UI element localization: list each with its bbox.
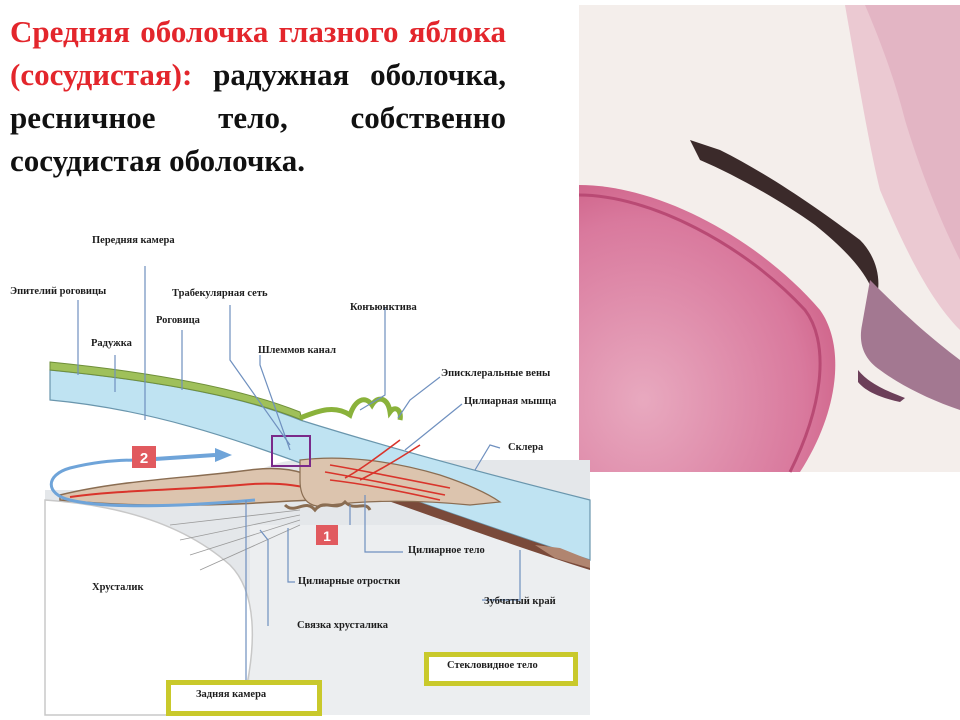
title-red-suffix: (сосудистая):: [10, 57, 193, 92]
label-ora-serrata: Зубчатый край: [484, 596, 556, 607]
label-ciliary-muscle: Цилиарная мышца: [464, 396, 557, 407]
label-iris: Радужка: [91, 338, 132, 349]
label-corneal-epithelium: Эпителий роговицы: [10, 286, 107, 297]
label-trabecular-meshwork: Трабекулярная сеть: [172, 288, 268, 299]
posterior-chamber-box: Задняя камера: [166, 680, 322, 716]
label-posterior-chamber: Задняя камера: [196, 689, 267, 700]
marker-1-box: [316, 525, 338, 545]
trabecular-box: [271, 435, 311, 467]
title-red: Средняя оболочка глазного яблока: [10, 14, 506, 49]
marker-2-box: [132, 446, 156, 468]
label-ciliary-body: Цилиарное тело: [408, 545, 485, 556]
label-lens-ligament: Связка хрусталика: [297, 620, 389, 631]
label-sclera: Склера: [508, 442, 544, 453]
label-vitreous-body: Стекловидное тело: [447, 660, 538, 671]
label-cornea: Роговица: [156, 315, 200, 326]
label-episcleral-veins: Эписклеральные вены: [441, 368, 551, 379]
slide-title: Средняя оболочка глазного яблока (сосуди…: [10, 10, 506, 182]
lens-shape: [44, 499, 254, 716]
iris-shape: [59, 467, 321, 506]
label-conjunctiva: Конъюнктива: [350, 302, 417, 313]
vitreous-body-box: Стекловидное тело: [424, 652, 578, 686]
epithelium-shape: [49, 361, 303, 421]
marker-1: 1: [323, 528, 331, 544]
label-schlemm-canal: Шлеммов канал: [258, 345, 336, 356]
marker-2: 2: [140, 450, 148, 467]
label-lens: Хрусталик: [92, 582, 144, 593]
title-body: радужная оболочка, ресничное тело, собст…: [10, 57, 506, 178]
label-ciliary-processes: Цилиарные отростки: [298, 576, 401, 587]
label-anterior-chamber: Передняя камера: [92, 235, 175, 246]
